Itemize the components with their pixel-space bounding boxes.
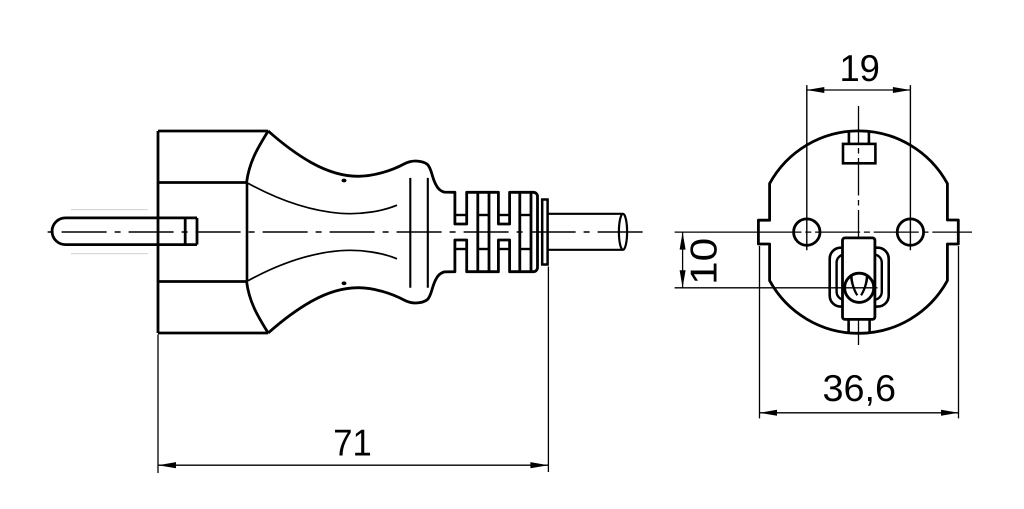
svg-text:10: 10	[683, 238, 725, 285]
svg-text:71: 71	[333, 422, 372, 464]
svg-text:36,6: 36,6	[823, 367, 897, 409]
svg-text:19: 19	[839, 47, 880, 89]
